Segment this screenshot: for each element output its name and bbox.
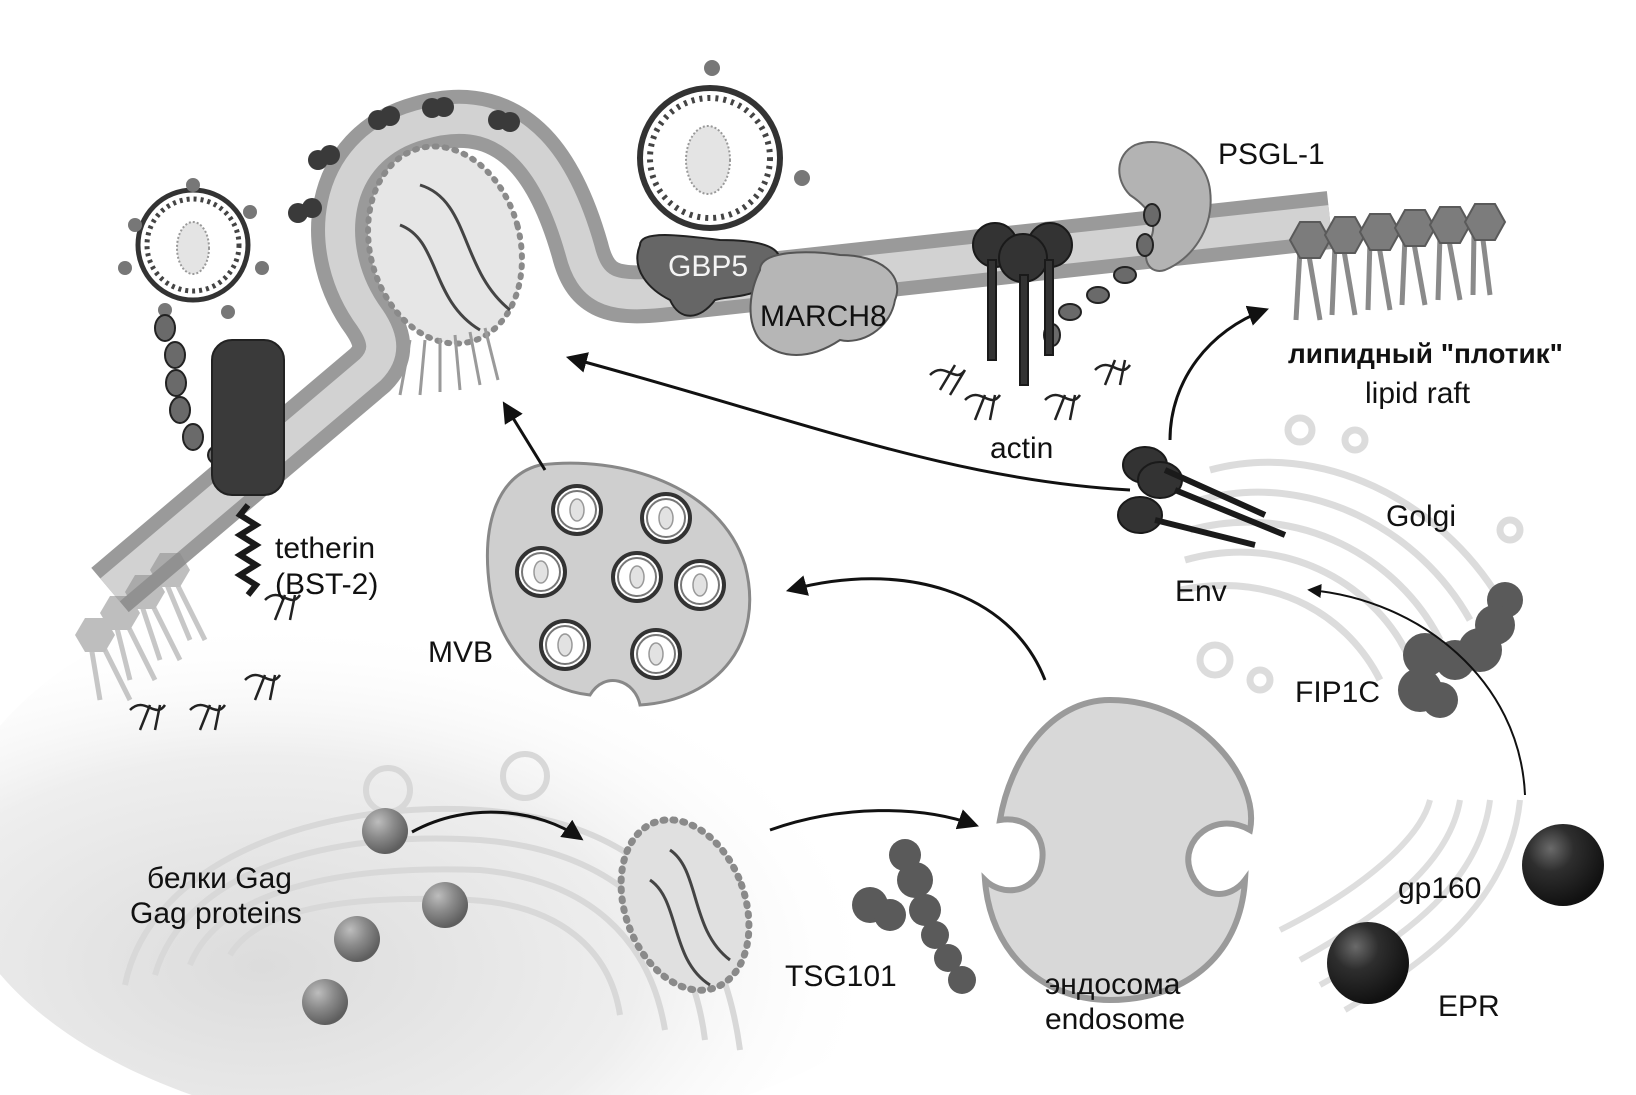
endosome [981,696,1255,1004]
arrow-env-to-raft [1168,305,1269,441]
label-gag-ru: белки Gag [147,862,292,895]
label-march8: MARCH8 [760,300,887,333]
label-mvb: MVB [428,636,494,669]
tsg101-protein [852,839,976,994]
label-tetherin: tetherin [275,532,376,565]
plasma-membrane [91,89,1334,613]
fip1c-protein [1398,582,1523,718]
mvb [485,461,752,707]
label-lipid-raft-en: lipid raft [1365,377,1471,410]
label-golgi: Golgi [1386,500,1457,533]
golgi-organelle [1179,414,1524,694]
mvb-virion [630,628,682,680]
released-virion-top [637,60,810,231]
label-bst2: (BST-2) [275,568,379,601]
tetherin [154,314,285,597]
env-golgi [1117,446,1287,548]
mvb-virion [551,484,603,536]
lipid-raft [1288,203,1507,321]
lipid-raft-left [75,553,208,702]
label-tsg101: TSG101 [785,960,897,993]
arrow-endosome-to-mvb [785,575,1047,681]
label-psgl1: PSGL-1 [1218,138,1325,171]
label-endosome-ru: эндосома [1045,968,1181,1001]
label-actin: actin [990,432,1054,465]
cytoplasm-shading [0,560,990,1095]
label-env: Env [1175,575,1227,608]
gp160-spheres [1327,824,1604,1004]
arrow-er-to-env [1307,584,1526,796]
mvb-virion [611,551,663,603]
label-gag-en: Gag proteins [130,897,302,930]
label-gbp5: GBP5 [668,250,749,283]
arrow-env-to-bud [565,352,1131,492]
mvb-virion [674,559,726,611]
env-spikes-bud [288,97,520,223]
mvb-virion [515,546,567,598]
tethered-virion [118,178,269,319]
label-epr: EPR [1438,990,1500,1023]
env-membrane-cluster [972,222,1073,386]
gag-protein-spheres [302,808,468,1025]
mvb-virion [539,619,591,671]
label-fip1c: FIP1C [1295,676,1381,709]
gag-assembly-complex [617,816,753,994]
arrow-gag-to-complex [411,810,584,841]
label-endosome-en: endosome [1045,1003,1186,1036]
mvb-virion [640,492,692,544]
label-gp160: gp160 [1398,872,1482,905]
budding-virion [365,143,525,396]
actin-filaments [129,359,1132,731]
march8-protein [749,251,898,356]
arrow-mvb-to-bud [502,401,547,471]
label-lipid-raft-ru: липидный "плотик" [1288,338,1563,369]
pathway-arrows [411,305,1526,841]
arrow-complex-to-endosome [769,809,979,832]
